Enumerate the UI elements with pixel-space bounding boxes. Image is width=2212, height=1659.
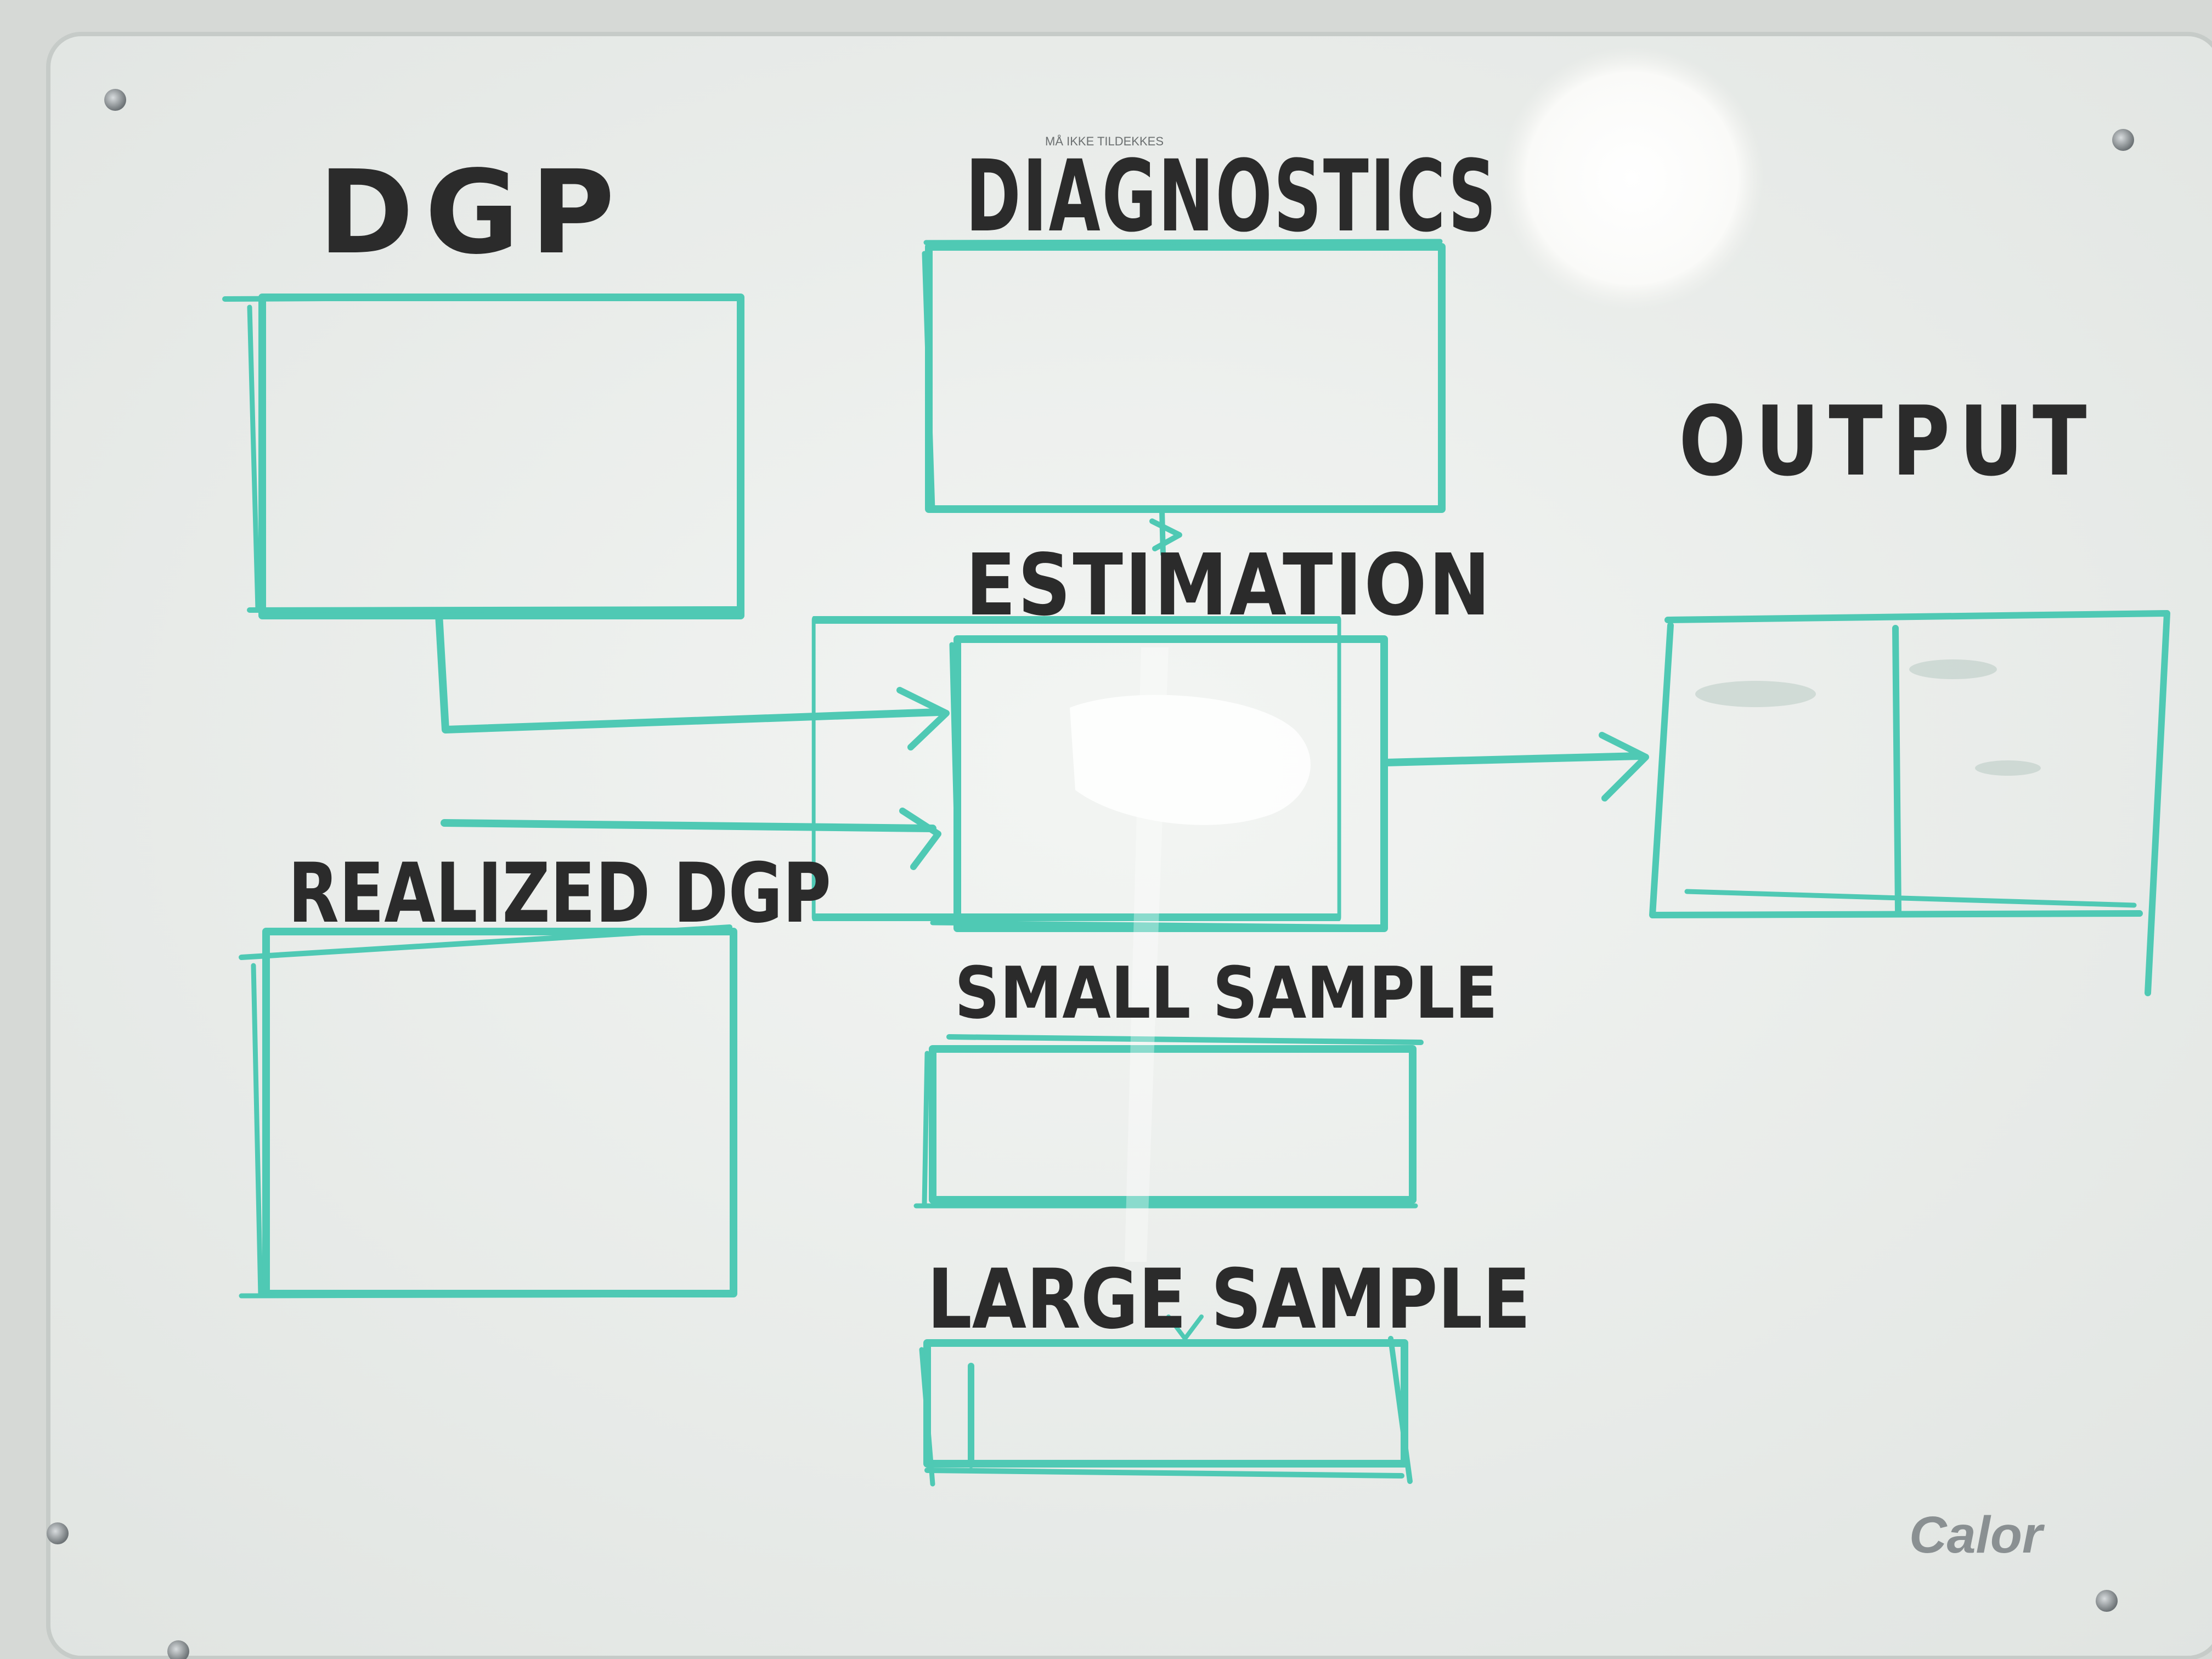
brand-logo: Calor [1909, 1506, 2045, 1564]
diagnostics-box [922, 239, 1446, 513]
output-box [811, 610, 2170, 996]
diagnostics-label: DIAGNOSTICS [966, 139, 1498, 254]
arrow-realized-to-estimation [441, 808, 941, 870]
small-sample-box [913, 1034, 1424, 1209]
whiteboard-surface [46, 32, 2212, 1659]
arrow-to-large-sample [1166, 1314, 1204, 1341]
realized-dgp-label: REALIZED DGP [288, 846, 831, 941]
large-sample-box [919, 1336, 1413, 1487]
screw-icon [47, 1522, 69, 1544]
large-sample-label: LARGE SAMPLE [927, 1252, 1531, 1347]
light-glare [1500, 47, 1764, 310]
dgp-label: DGP [318, 145, 626, 280]
output-label: OUTPUT [1679, 386, 2096, 498]
warning-label: MÅ IKKE TILDEKKES [1045, 134, 1164, 148]
realized-dgp-box [239, 924, 737, 1299]
eraser-smudges [1695, 659, 2041, 776]
dgp-box [222, 294, 744, 619]
screw-icon [167, 1640, 189, 1659]
arrow-estimation-to-output [1381, 732, 1649, 802]
screw-icon [2112, 129, 2134, 151]
estimation-label: ESTIMATION [966, 535, 1492, 635]
screw-icon [2096, 1590, 2118, 1612]
reflection [1070, 647, 1311, 1262]
screw-icon [104, 89, 126, 111]
mounting-screws [47, 89, 2134, 1659]
arrow-diagnostics-to-estimation [1149, 507, 1182, 557]
small-sample-label: SMALL SAMPLE [955, 951, 1498, 1035]
estimation-box [930, 635, 1388, 932]
arrow-dgp-to-estimation [435, 611, 950, 751]
